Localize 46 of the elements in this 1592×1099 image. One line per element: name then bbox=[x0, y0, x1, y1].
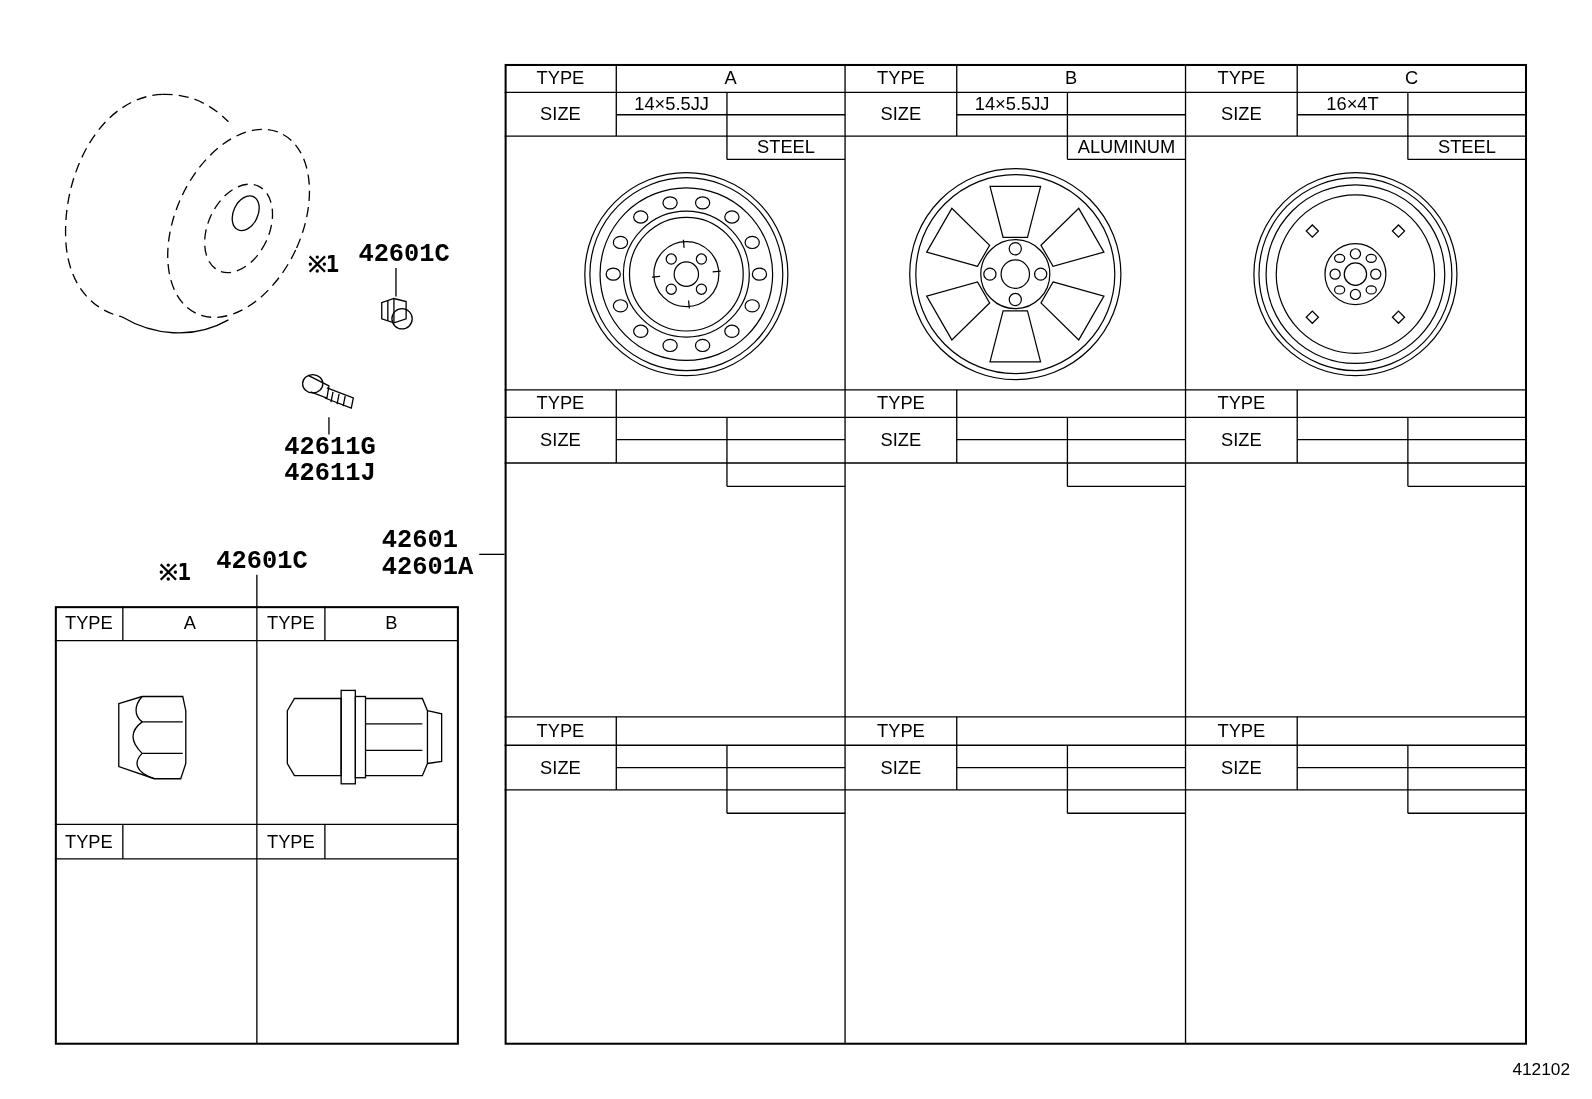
table-cell-text: TYPE bbox=[63, 830, 114, 854]
table-cell-text: STEEL bbox=[1436, 136, 1497, 160]
leader-line bbox=[256, 574, 258, 607]
part-number: 42601C bbox=[358, 241, 456, 269]
table-cell-text: A bbox=[723, 66, 738, 90]
table-cell-text: ALUMINUM bbox=[1076, 136, 1177, 160]
table-cell-text: 14×5.5JJ bbox=[973, 92, 1051, 115]
table-cell-text: SIZE bbox=[879, 102, 923, 126]
table-cell-text: SIZE bbox=[539, 428, 582, 452]
drawing-number: 412102 bbox=[1511, 1058, 1571, 1082]
table-cell-text: TYPE bbox=[535, 66, 586, 90]
part-number: 42601C bbox=[216, 548, 314, 575]
table-cell-text: 14×5.5JJ bbox=[633, 92, 710, 115]
table-cell-text: TYPE bbox=[266, 611, 316, 636]
table-cell-text: B bbox=[384, 611, 399, 636]
table-cell-text: TYPE bbox=[876, 66, 926, 90]
table-cell-text: SIZE bbox=[879, 755, 923, 780]
table-cell-text: TYPE bbox=[535, 719, 586, 743]
leader-line bbox=[395, 267, 397, 298]
table-cell-text: TYPE bbox=[1216, 391, 1267, 416]
note-mark: ※1 bbox=[158, 558, 192, 585]
wheel-parts-table bbox=[504, 63, 1527, 1045]
table-cell-text: TYPE bbox=[1216, 66, 1267, 90]
table-cell-text: SIZE bbox=[539, 755, 582, 780]
table-cell-text: SIZE bbox=[1220, 428, 1263, 452]
part-number: 42611G 42611J bbox=[284, 434, 384, 488]
table-cell-text: TYPE bbox=[535, 391, 586, 416]
table-cell-text: TYPE bbox=[876, 719, 926, 743]
table-cell-text: TYPE bbox=[1216, 719, 1267, 743]
table-cell-text: SIZE bbox=[1220, 755, 1263, 780]
table-cell-text: SIZE bbox=[539, 102, 582, 126]
table-cell-text: C bbox=[1404, 66, 1420, 90]
table-cell-text: TYPE bbox=[876, 391, 926, 416]
table-cell-text: TYPE bbox=[63, 611, 114, 636]
table-cell-text: A bbox=[182, 611, 197, 636]
table-cell-text: SIZE bbox=[1220, 102, 1263, 126]
note-mark: ※1 bbox=[306, 250, 341, 278]
table-cell-text: SIZE bbox=[879, 428, 923, 452]
leader-line bbox=[328, 416, 330, 436]
table-cell-text: TYPE bbox=[266, 830, 316, 854]
leader-line bbox=[478, 553, 506, 555]
table-cell-text: B bbox=[1064, 66, 1079, 90]
part-number: 42601 42601A bbox=[381, 527, 480, 581]
nut-parts-table bbox=[54, 606, 459, 1045]
table-cell-text: 16×4T bbox=[1325, 92, 1380, 115]
table-cell-text: STEEL bbox=[756, 136, 816, 160]
